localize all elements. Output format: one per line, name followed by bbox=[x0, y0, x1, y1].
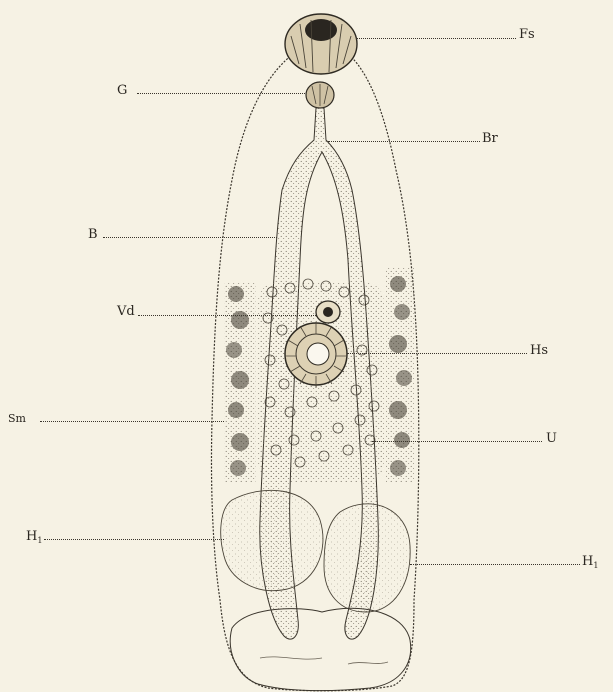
leader-Fs bbox=[356, 38, 516, 39]
leader-Br bbox=[328, 141, 480, 142]
label-H-left: H1 bbox=[26, 530, 42, 548]
testis-right bbox=[324, 504, 410, 612]
label-H-left-letter: H bbox=[26, 529, 37, 544]
posterior-vesicle bbox=[230, 608, 410, 690]
label-H-right-letter: H bbox=[582, 554, 593, 569]
label-Fs: Fs bbox=[519, 28, 535, 42]
label-H-left-sub: 1 bbox=[37, 536, 42, 545]
label-Vd: Vd bbox=[117, 305, 135, 319]
label-H-right: H1 bbox=[582, 555, 598, 573]
leader-G bbox=[137, 93, 305, 94]
label-Hs: Hs bbox=[530, 344, 548, 358]
leader-H-right bbox=[410, 564, 580, 565]
label-U: U bbox=[546, 432, 557, 446]
testis-left bbox=[221, 490, 323, 590]
pharynx bbox=[306, 82, 334, 108]
label-H-right-sub: 1 bbox=[593, 561, 598, 570]
testes bbox=[221, 490, 410, 612]
label-B: B bbox=[88, 228, 98, 242]
leader-Vd bbox=[138, 315, 316, 316]
leader-U bbox=[372, 441, 542, 442]
leader-Hs bbox=[347, 353, 527, 354]
vas-deferens bbox=[316, 301, 340, 323]
leader-H-left bbox=[44, 539, 224, 540]
label-G: G bbox=[117, 84, 127, 98]
leader-Sm bbox=[40, 421, 224, 422]
label-Br: Br bbox=[482, 132, 498, 146]
leader-B bbox=[103, 237, 277, 238]
oral-sucker bbox=[285, 14, 357, 74]
label-Sm: Sm bbox=[8, 412, 26, 426]
